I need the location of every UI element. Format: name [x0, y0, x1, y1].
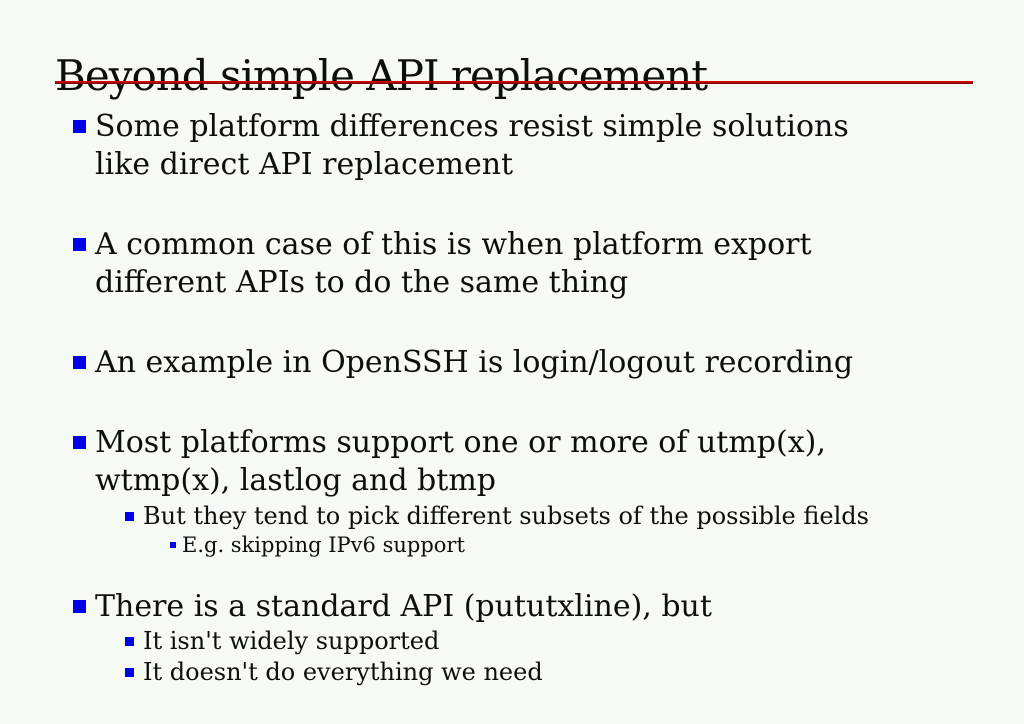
bullet-text-block: Some platform differences resist simple … — [95, 108, 849, 184]
bullet-item: Some platform differences resist simple … — [0, 108, 1024, 184]
bullet-square-icon — [73, 238, 86, 251]
bullet-item: An example in OpenSSH is login/logout re… — [0, 344, 1024, 382]
title-underline — [55, 81, 973, 84]
bullet-text-line: Some platform differences resist simple … — [95, 109, 849, 144]
bullet-text-block: It doesn't do everything we need — [143, 657, 543, 688]
bullet-text-line: But they tend to pick different subsets … — [143, 502, 869, 530]
bullet-text-line: different APIs to do the same thing — [95, 265, 629, 300]
bullet-item: A common case of this is when platform e… — [0, 226, 1024, 302]
bullet-square-icon — [73, 120, 86, 133]
sub-bullet-item: It isn't widely supported — [0, 626, 1024, 657]
bullet-text-line: E.g. skipping IPv6 support — [182, 533, 465, 557]
bullet-text-block: It isn't widely supported — [143, 626, 439, 657]
bullet-item: Most platforms support one or more of ut… — [0, 424, 1024, 500]
bullet-text-line: There is a standard API (pututxline), bu… — [95, 589, 712, 624]
bullet-text-block: Most platforms support one or more of ut… — [95, 424, 826, 500]
bullet-text-line: Most platforms support one or more of ut… — [95, 425, 826, 460]
bullet-text-line: like direct API replacement — [95, 147, 514, 182]
page-title: Beyond simple API replacement — [55, 51, 708, 101]
bullet-text-block: A common case of this is when platform e… — [95, 226, 812, 302]
sub-bullet-item: It doesn't do everything we need — [0, 657, 1024, 688]
bullet-item: There is a standard API (pututxline), bu… — [0, 588, 1024, 626]
bullet-text-block: An example in OpenSSH is login/logout re… — [95, 344, 853, 382]
bullet-square-icon — [73, 436, 86, 449]
bullet-text-block: But they tend to pick different subsets … — [143, 501, 869, 532]
bullet-square-icon — [73, 356, 86, 369]
bullet-square-icon — [125, 512, 134, 521]
bullet-square-icon — [170, 542, 176, 548]
bullet-square-icon — [125, 668, 134, 677]
bullet-square-icon — [73, 600, 86, 613]
bullet-text-line: An example in OpenSSH is login/logout re… — [95, 345, 854, 380]
bullet-square-icon — [125, 637, 134, 646]
bullet-text-block: E.g. skipping IPv6 support — [182, 532, 465, 559]
sub-bullet-item: But they tend to pick different subsets … — [0, 501, 1024, 532]
bullet-text-line: A common case of this is when platform e… — [95, 227, 812, 262]
bullet-text-line: It isn't widely supported — [143, 627, 440, 655]
slide-body: Some platform differences resist simple … — [0, 108, 1024, 688]
bullet-text-block: There is a standard API (pututxline), bu… — [95, 588, 712, 626]
sub-sub-bullet-item: E.g. skipping IPv6 support — [0, 532, 1024, 559]
bullet-text-line: wtmp(x), lastlog and btmp — [95, 463, 496, 498]
bullet-text-line: It doesn't do everything we need — [143, 658, 543, 686]
